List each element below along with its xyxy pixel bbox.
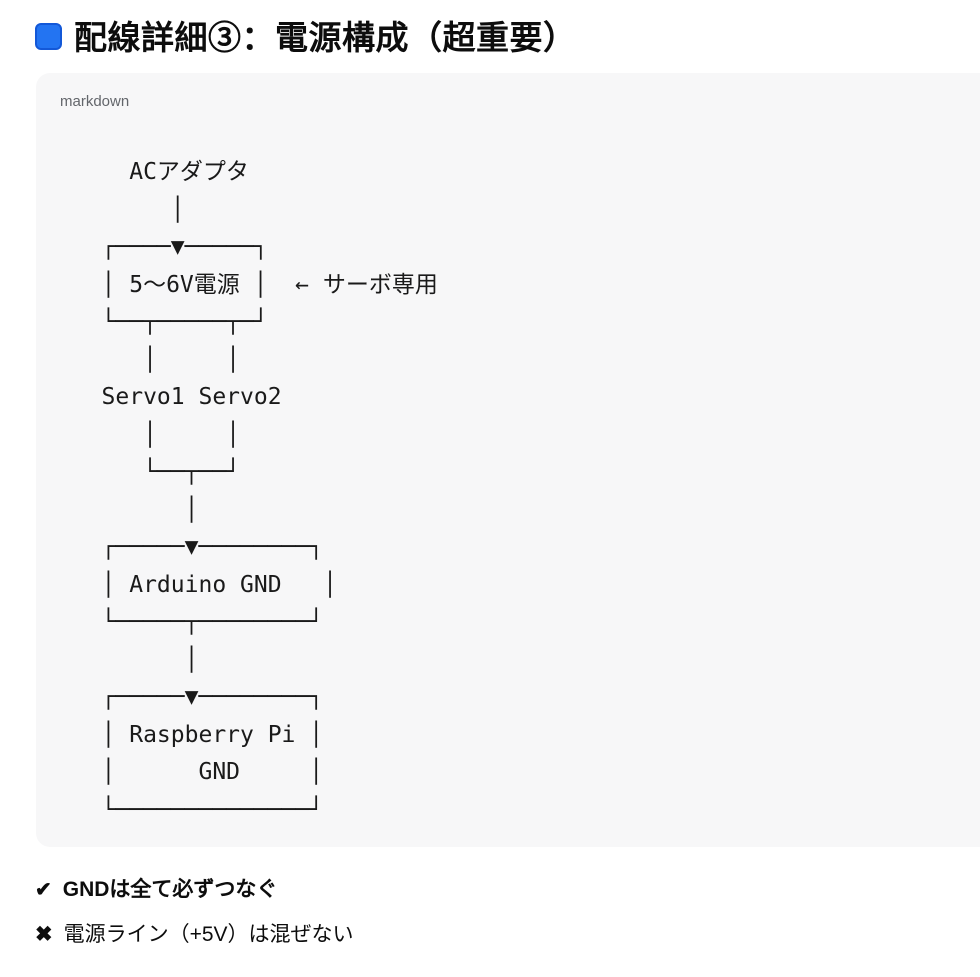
note-power-text: 電源ライン（+5V）は混ぜない: [63, 923, 354, 946]
page-title-text: 配線詳細③：電源構成（超重要）: [74, 19, 577, 56]
note-gnd-text: GNDは全て必ずつなぐ: [62, 878, 278, 901]
markdown-code-block: markdown ACアダプタ │ ┌────▼─────┐ │ 5〜6V電源 …: [36, 73, 980, 847]
blue-square-icon: [35, 22, 62, 50]
check-icon: ✔: [35, 879, 52, 901]
note-power-rule: ✖ 電源ライン（+5V）は混ぜない: [35, 921, 980, 949]
page-title: 配線詳細③：電源構成（超重要）: [35, 14, 980, 56]
x-mark-icon: ✖: [35, 923, 53, 946]
power-wiring-ascii-diagram: ACアダプタ │ ┌────▼─────┐ │ 5〜6V電源 │ ← サーボ専用…: [101, 159, 438, 823]
code-language-label: markdown: [60, 93, 130, 110]
page: 配線詳細③：電源構成（超重要） markdown ACアダプタ │ ┌────▼…: [0, 14, 980, 949]
note-gnd-rule: ✔ GNDは全て必ずつなぐ: [35, 876, 980, 904]
